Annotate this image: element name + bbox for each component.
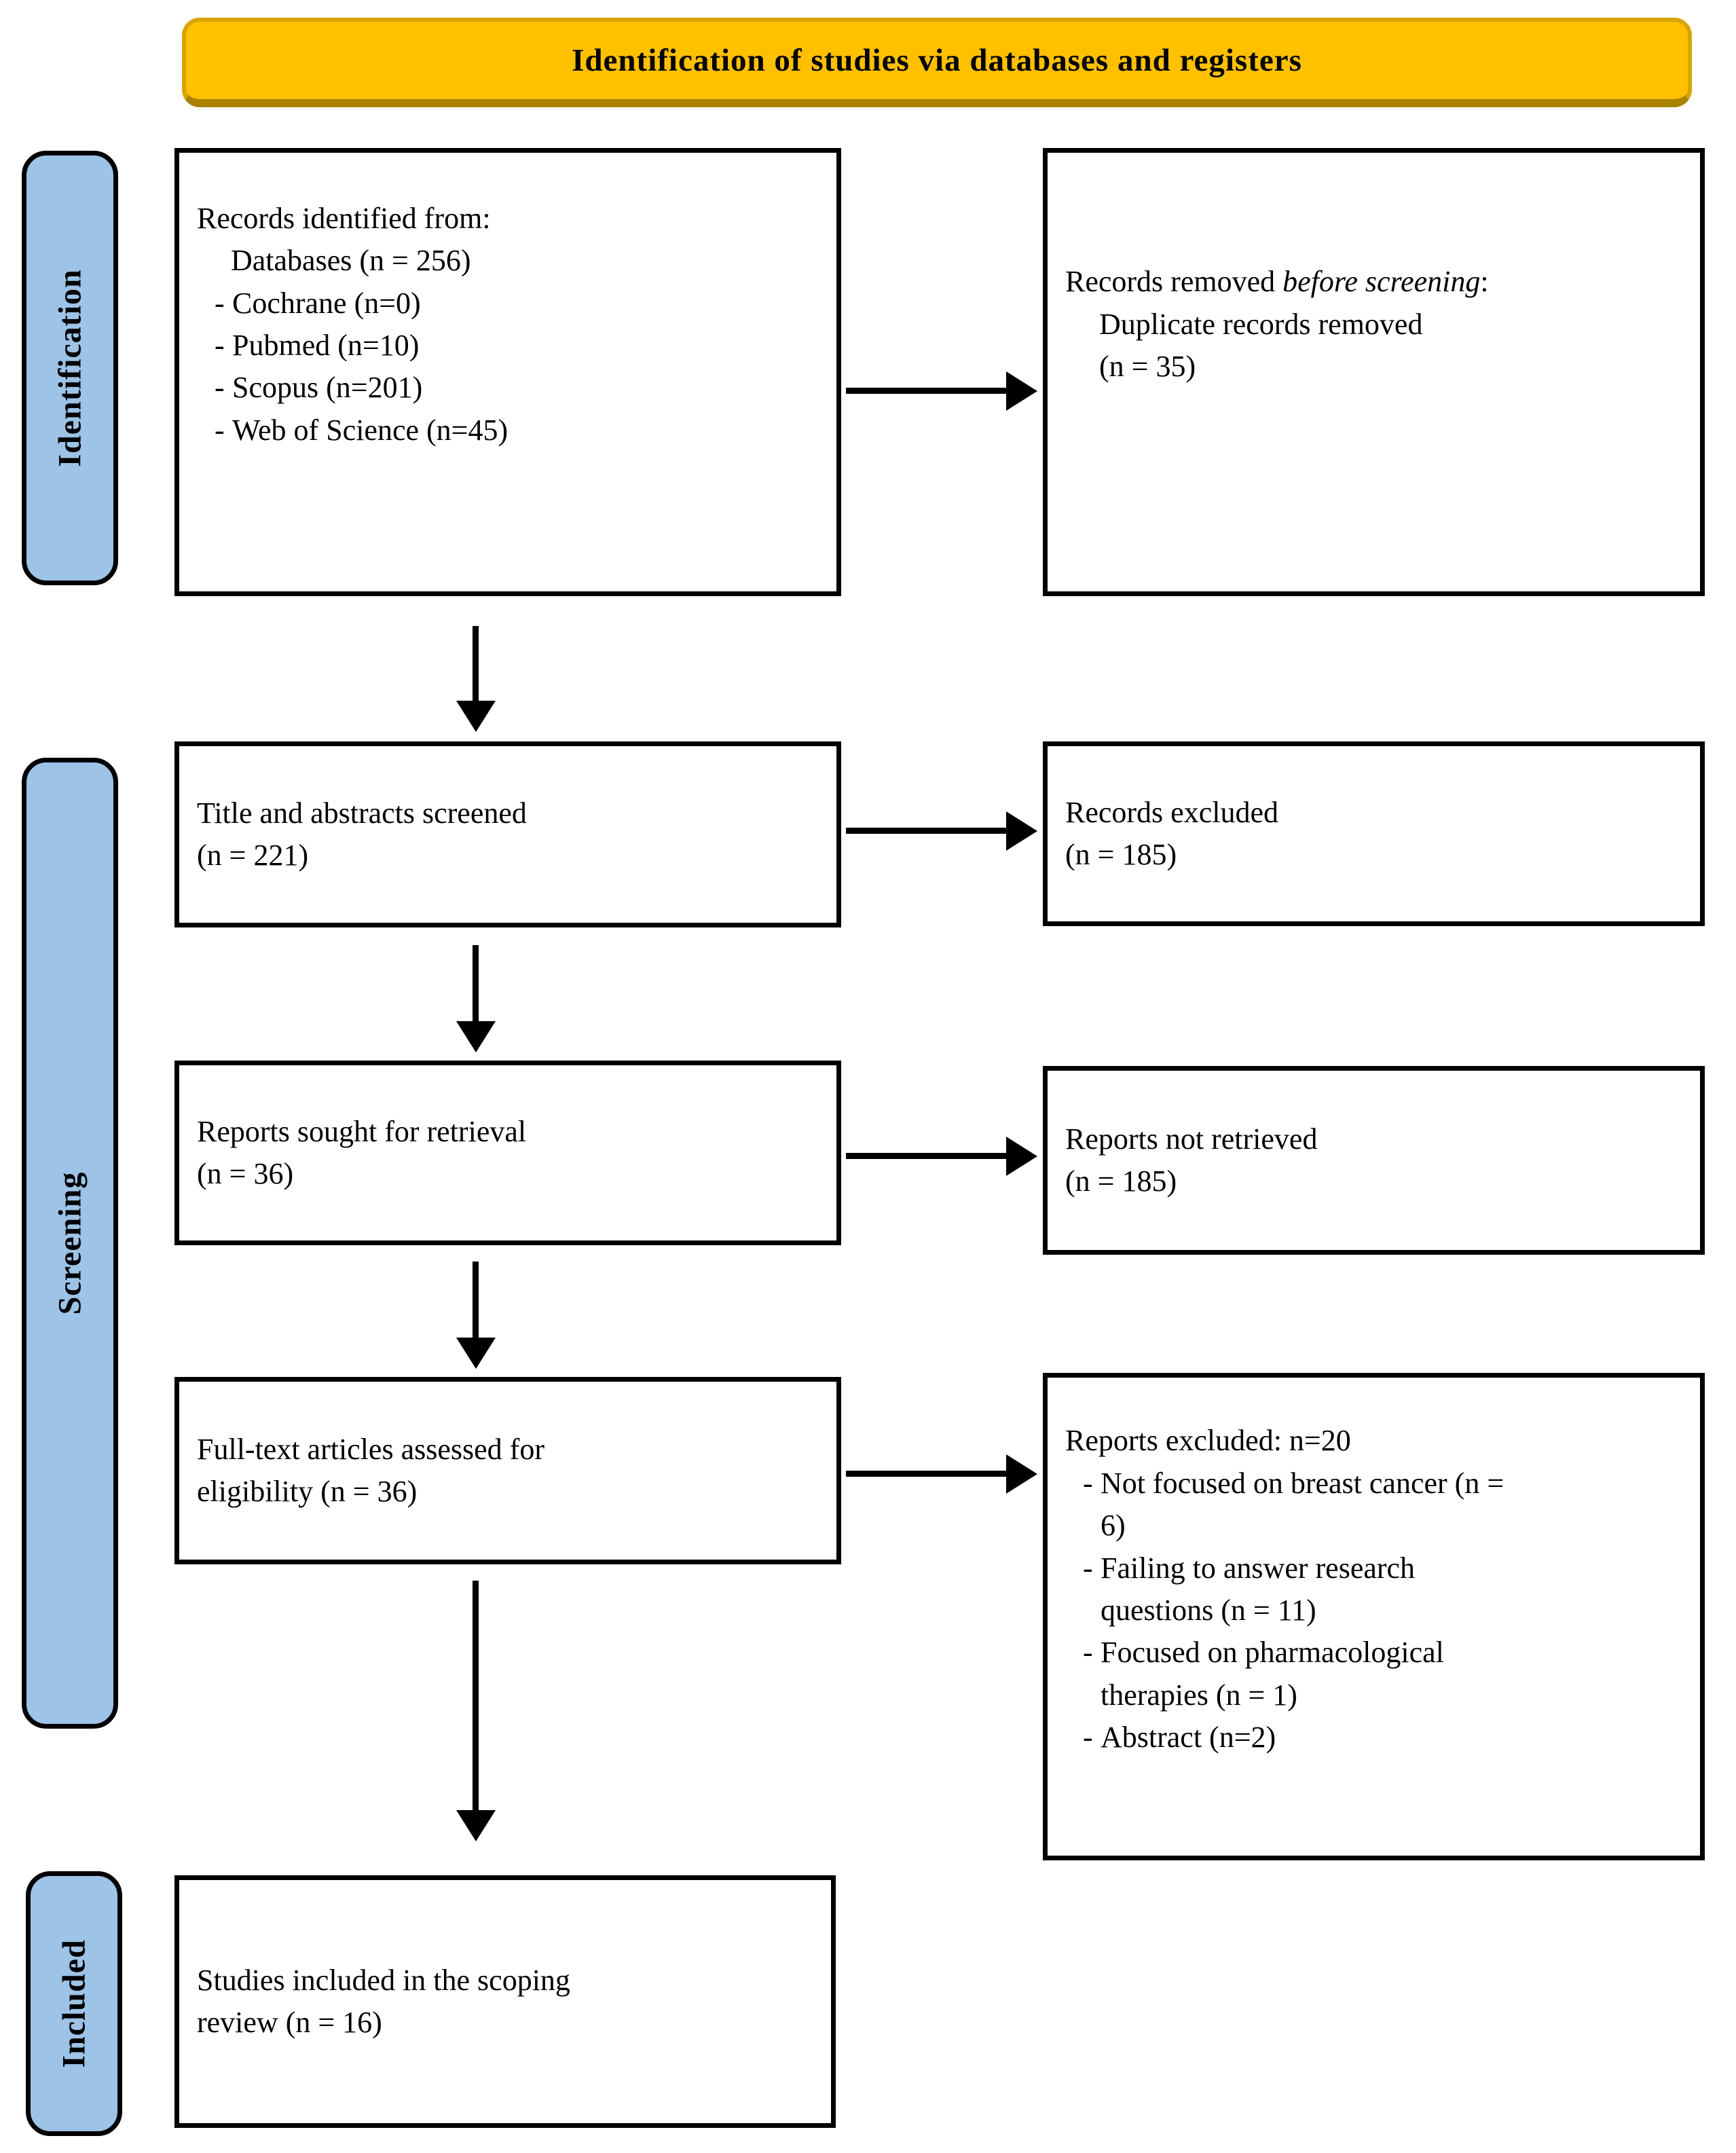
records-identified-databases: Databases (n = 256) <box>231 244 471 278</box>
title-banner: Identification of studies via databases … <box>182 18 1692 107</box>
stage-bar-identification: Identification <box>22 151 118 585</box>
reports-not-retrieved-line1: Reports not retrieved <box>1065 1122 1318 1156</box>
records-removed-line2: Duplicate records removed <box>1099 307 1423 341</box>
bullet-dash: - <box>215 329 225 362</box>
box-reports-excluded: Reports excluded: n=20 - Not focused on … <box>1043 1373 1705 1860</box>
arrow-fulltext-to-included <box>473 1581 479 1811</box>
arrow-screened-to-excluded <box>846 828 1008 834</box>
box-studies-included: Studies included in the scoping review (… <box>174 1875 836 2128</box>
bullet-dash: - <box>215 286 225 320</box>
box-reports-not-retrieved: Reports not retrieved (n = 185) <box>1043 1066 1705 1255</box>
stage-label-identification: Identification <box>52 269 88 467</box>
records-removed-line1: Records removed before screening: <box>1065 261 1686 303</box>
arrow-identified-to-screened <box>473 626 479 702</box>
records-removed-line1-suffix: : <box>1480 265 1489 299</box>
diagram-title: Identification of studies via databases … <box>572 43 1302 78</box>
box-reports-sought: Reports sought for retrieval (n = 36) <box>174 1061 841 1245</box>
records-identified-bullet-pubmed: - Pubmed (n=10) <box>215 325 823 367</box>
box-fulltext-assessed: Full-text articles assessed for eligibil… <box>174 1377 841 1564</box>
bullet-dash: - <box>1083 1466 1093 1500</box>
fulltext-line1: Full-text articles assessed for <box>197 1432 544 1466</box>
box-records-excluded: Records excluded (n = 185) <box>1043 741 1705 926</box>
records-excluded-line1: Records excluded <box>1065 795 1278 829</box>
bullet-text: Pubmed (n=10) <box>232 329 420 362</box>
bullet-dash: - <box>1083 1551 1093 1585</box>
studies-included-line1: Studies included in the scoping <box>197 1963 570 1997</box>
reports-excluded-bullet-pharmacological: - Focused on pharmacological therapies (… <box>1083 1632 1686 1716</box>
records-identified-bullet-cochrane: - Cochrane (n=0) <box>215 282 823 325</box>
reports-excluded-bullet-abstract: - Abstract (n=2) <box>1083 1716 1686 1759</box>
bullet-text: Web of Science (n=45) <box>232 413 509 447</box>
bullet-text: Scopus (n=201) <box>232 371 423 405</box>
stage-label-screening: Screening <box>52 1171 88 1315</box>
bullet-text: Cochrane (n=0) <box>232 286 421 320</box>
bullet-text: Abstract (n=2) <box>1101 1720 1276 1754</box>
box-title-abstracts-screened: Title and abstracts screened (n = 221) <box>174 741 841 927</box>
box-records-removed-before-screening: Records removed before screening: Duplic… <box>1043 148 1705 596</box>
records-excluded-count: (n = 185) <box>1065 838 1177 871</box>
records-removed-count: (n = 35) <box>1099 350 1196 384</box>
bullet-dash: - <box>215 371 225 405</box>
records-identified-bullet-scopus: - Scopus (n=201) <box>215 367 823 409</box>
stage-bar-screening: Screening <box>22 758 118 1729</box>
fulltext-line2: eligibility (n = 36) <box>197 1475 418 1508</box>
box-records-identified: Records identified from: Databases (n = … <box>174 148 841 596</box>
bullet-dash: - <box>215 413 225 447</box>
title-abstracts-line1: Title and abstracts screened <box>197 796 527 830</box>
arrow-identified-to-removed <box>846 388 1008 394</box>
arrow-screened-to-sought <box>473 945 479 1023</box>
arrow-sought-to-fulltext <box>473 1262 479 1339</box>
stage-label-included: Included <box>56 1939 92 2068</box>
records-removed-line1-italic: before screening <box>1282 265 1481 299</box>
reports-sought-line1: Reports sought for retrieval <box>197 1114 527 1148</box>
arrow-sought-to-not-retrieved <box>846 1153 1008 1159</box>
reports-excluded-bullet-breast-cancer: - Not focused on breast cancer (n = 6) <box>1083 1462 1686 1547</box>
arrow-fulltext-to-reports-excluded <box>846 1471 1008 1477</box>
title-abstracts-count: (n = 221) <box>197 839 309 872</box>
reports-sought-count: (n = 36) <box>197 1157 294 1190</box>
bullet-text: Failing to answer research questions (n … <box>1101 1551 1416 1627</box>
records-removed-line1-prefix: Records removed <box>1065 265 1283 299</box>
bullet-dash: - <box>1083 1720 1093 1754</box>
reports-not-retrieved-count: (n = 185) <box>1065 1164 1177 1198</box>
reports-excluded-header: Reports excluded: n=20 <box>1065 1424 1351 1458</box>
stage-bar-included: Included <box>26 1871 122 2136</box>
reports-excluded-bullet-research-questions: - Failing to answer research questions (… <box>1083 1547 1686 1632</box>
studies-included-count: review (n = 16) <box>197 2006 382 2039</box>
records-identified-intro: Records identified from: <box>197 201 491 235</box>
bullet-text: Focused on pharmacological therapies (n … <box>1101 1636 1444 1712</box>
records-identified-bullet-wos: - Web of Science (n=45) <box>215 409 823 452</box>
bullet-dash: - <box>1083 1636 1093 1670</box>
bullet-text: Not focused on breast cancer (n = 6) <box>1101 1466 1504 1543</box>
